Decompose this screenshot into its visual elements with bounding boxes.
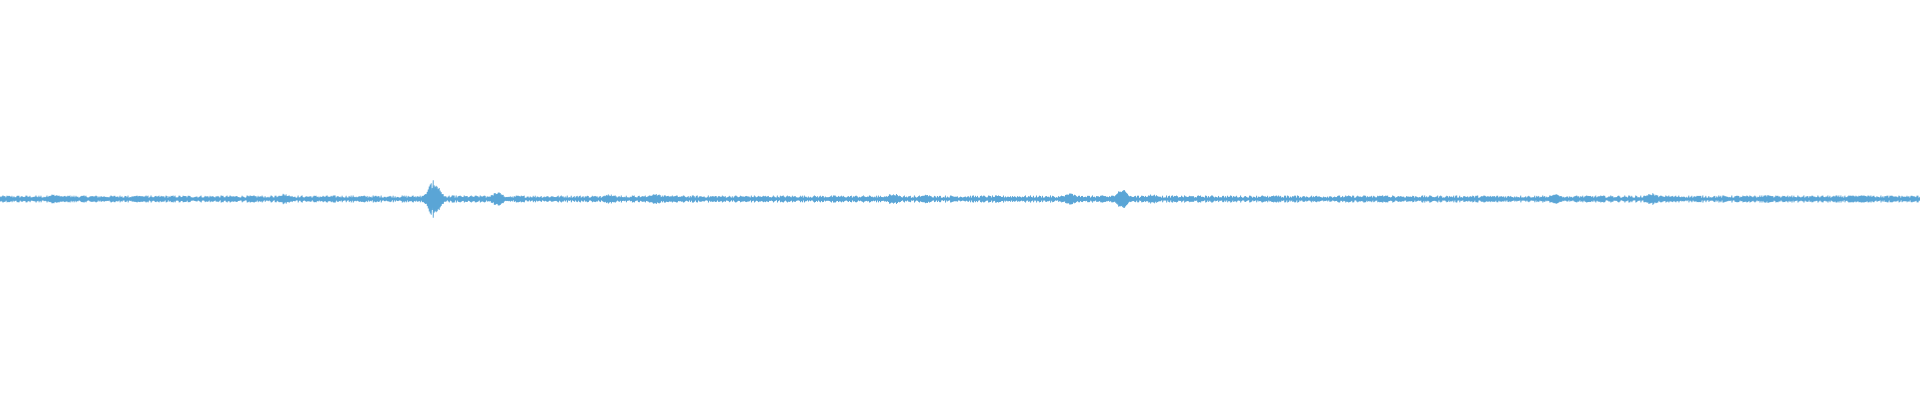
waveform-trace (0, 180, 1920, 218)
